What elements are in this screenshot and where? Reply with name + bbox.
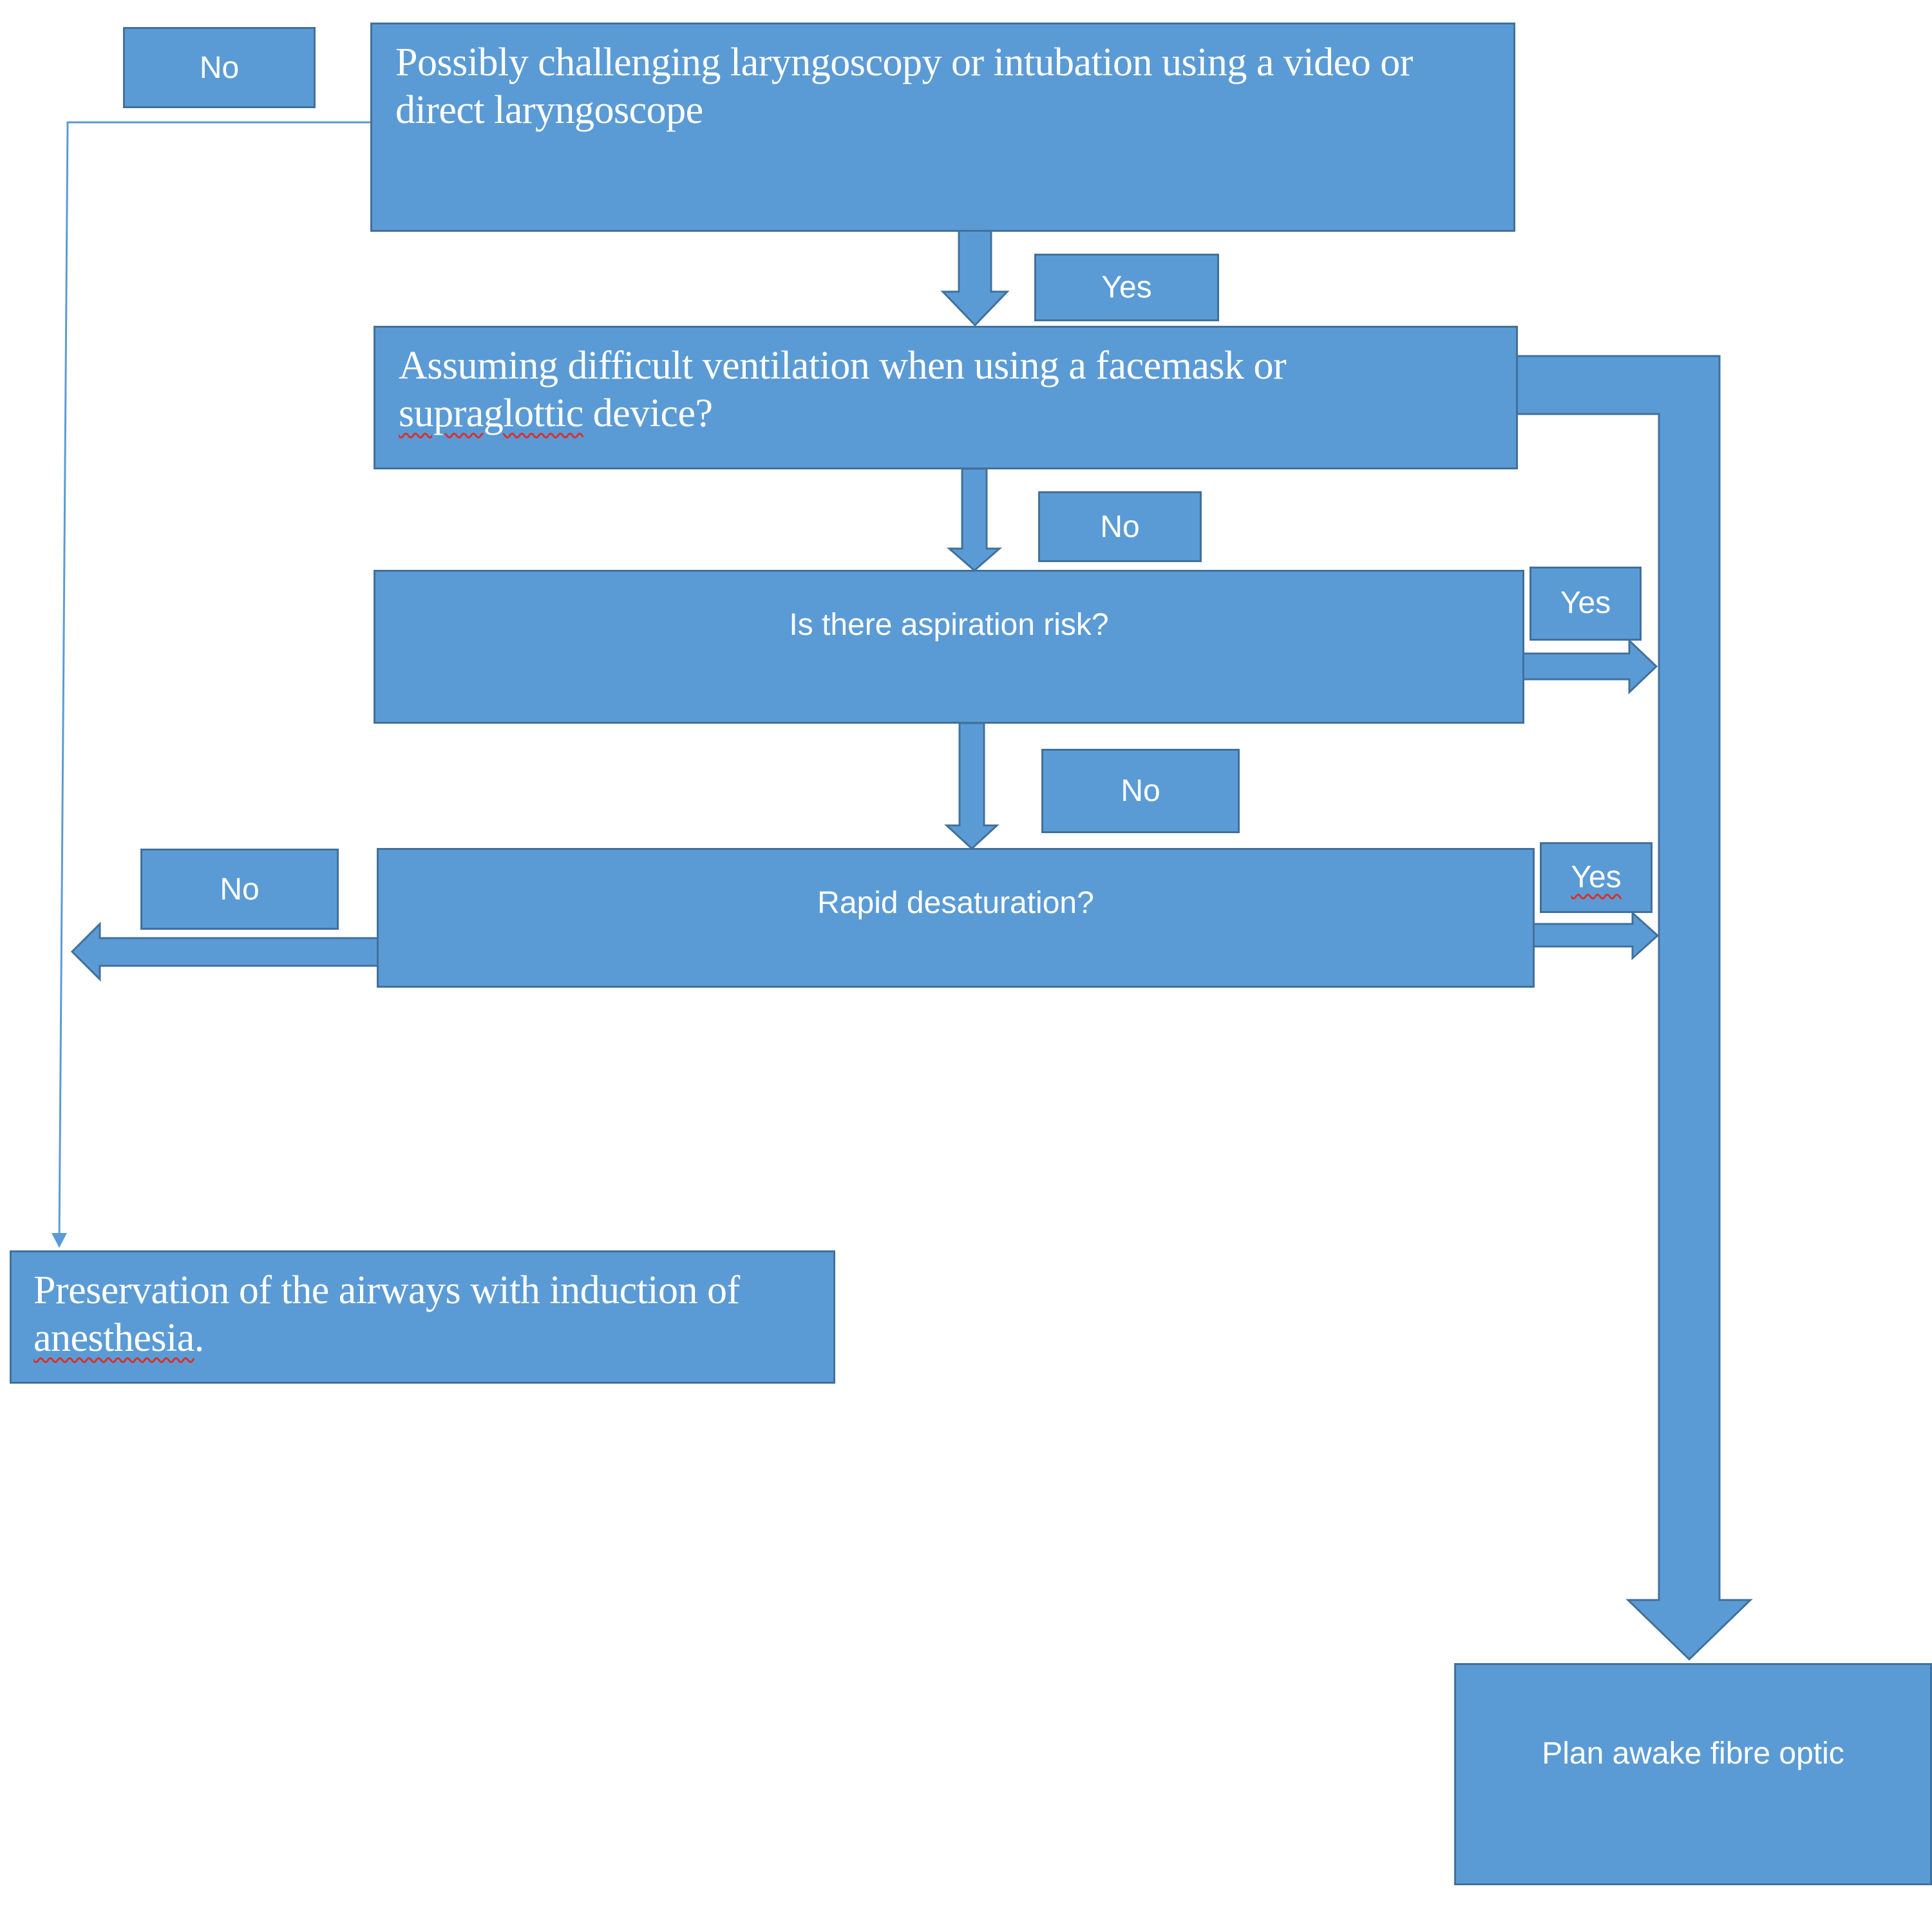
node-outcome-induction-line2: anesthesia. bbox=[33, 1314, 810, 1362]
edge-label-q3-yes: Yes bbox=[1530, 567, 1642, 641]
q2-no-arrow bbox=[946, 467, 1003, 572]
node-q3-label: Is there aspiration risk? bbox=[789, 608, 1109, 642]
edge-label-q1-no: No bbox=[123, 27, 316, 108]
q3-no-arrow bbox=[944, 722, 999, 851]
node-difficult-ventilation: Assuming difficult ventilation when usin… bbox=[374, 326, 1518, 469]
node-q2-line2-rest: device? bbox=[583, 391, 713, 435]
node-aspiration-risk: Is there aspiration risk? bbox=[374, 570, 1524, 724]
edge-label-q4-yes-text: Yes bbox=[1571, 860, 1622, 894]
edge-label-q4-yes: Yes bbox=[1540, 842, 1653, 913]
q4-no-arrow bbox=[70, 921, 380, 982]
q3-yes-arrow bbox=[1522, 638, 1658, 695]
edge-label-q4-no: No bbox=[140, 849, 339, 930]
q1-no-arrowhead bbox=[52, 1233, 67, 1248]
node-q4-label: Rapid desaturation? bbox=[817, 886, 1094, 920]
node-awake-fibre-optic-outcome: Plan awake fibre optic bbox=[1454, 1663, 1932, 1885]
q2-yes-route-arrow bbox=[1512, 355, 1753, 1661]
node-rapid-desaturation: Rapid desaturation? bbox=[377, 848, 1535, 988]
node-q1-line1: Possibly challenging laryngoscopy or int… bbox=[395, 41, 1413, 84]
q1-no-connector bbox=[58, 121, 370, 1240]
spellcheck-flagged-word: supraglottic bbox=[399, 391, 583, 435]
spellcheck-flagged-word: anesthesia bbox=[33, 1316, 194, 1360]
node-induction-outcome: Preservation of the airways with inducti… bbox=[10, 1250, 835, 1384]
node-q2-line1: Assuming difficult ventilation when usin… bbox=[399, 344, 1287, 388]
node-outcome-induction-line2-rest: . bbox=[194, 1316, 205, 1360]
q4-yes-arrow bbox=[1531, 910, 1660, 961]
node-awake-label: Plan awake fibre optic bbox=[1542, 1737, 1844, 1771]
edge-label-q2-no: No bbox=[1038, 491, 1202, 562]
node-q1-line2: direct laryngoscope bbox=[395, 88, 703, 132]
q1-yes-arrow bbox=[940, 226, 1010, 327]
edge-label-q1-yes: Yes bbox=[1034, 254, 1219, 321]
node-outcome-induction-line1: Preservation of the airways with inducti… bbox=[33, 1268, 740, 1312]
edge-label-q3-no: No bbox=[1041, 749, 1240, 833]
node-challenging-laryngoscopy: Possibly challenging laryngoscopy or int… bbox=[370, 23, 1515, 232]
node-q2-line2: supraglottic device? bbox=[399, 390, 1493, 437]
